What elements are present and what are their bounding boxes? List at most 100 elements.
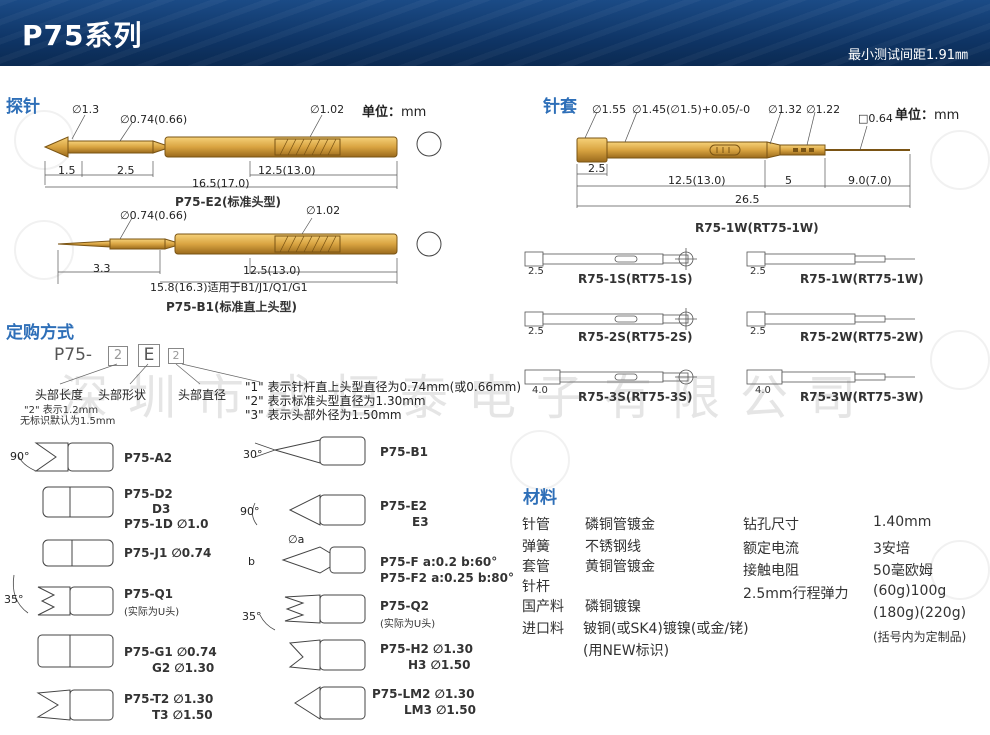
socket-d2: ∅1.45(∅1.5)+0.05/-0: [632, 103, 751, 116]
socket-unit: 单位：mm: [895, 108, 960, 123]
order-box-diameter: 2: [168, 348, 184, 364]
spec-name-1: 额定电流: [743, 541, 799, 557]
head-q1-note: (实际为U头): [124, 607, 180, 618]
head-f-label: P75-F a:0.2 b:60°: [380, 555, 498, 569]
b1-d2: ∅0.74(0.66): [120, 209, 188, 222]
variant-3w-dim: 4.0: [755, 385, 771, 396]
probe-unit: 单位：mm: [362, 105, 427, 120]
order-box-length: 2: [108, 346, 128, 366]
b1-dim2: 12.5(13.0): [243, 264, 301, 277]
e2-d2: ∅0.74(0.66): [120, 113, 188, 126]
header-banner: P75系列 最小测试间距1.91㎜: [0, 0, 990, 66]
order-note-len1: "2" 表示1.2mm: [24, 405, 99, 416]
head-f-angle-a: ∅a: [288, 533, 305, 546]
order-note-d2: "2" 表示标准头型直径为1.30mm: [245, 394, 426, 408]
socket-dim3: 5: [785, 174, 792, 187]
b1-caption: P75-B1(标准直上头型): [166, 300, 297, 314]
spec-value-4: (180g)(220g): [873, 605, 967, 621]
head-d3-label: D3: [152, 502, 171, 516]
mat-value-1: 不锈钢线: [585, 539, 641, 555]
socket-dim4: 9.0(7.0): [848, 174, 892, 187]
head-t2-label: P75-T2 ∅1.30: [124, 692, 214, 706]
min-spacing-label: 最小测试间距1.91㎜: [848, 48, 968, 63]
mat-value-4: 磷铜镀镍: [585, 599, 641, 615]
variant-3w-label: R75-3W(RT75-3W): [800, 390, 924, 404]
order-lbl-length: 头部长度: [35, 388, 84, 402]
head-f-angle-b: b: [248, 555, 255, 568]
variant-2s-dim: 2.5: [528, 326, 544, 337]
head-1d-label: P75-1D ∅1.0: [124, 517, 209, 531]
socket-d1: ∅1.55: [592, 103, 627, 116]
watermark-logo: [14, 110, 74, 170]
order-lbl-diameter: 头部直径: [178, 388, 227, 402]
head-q1-angle: 35°: [4, 593, 24, 606]
head-q2-label: P75-Q2: [380, 599, 430, 613]
page-title: P75系列: [22, 19, 143, 52]
socket-drawing: [576, 111, 911, 208]
variant-1s-label: R75-1S(RT75-1S): [578, 272, 693, 286]
variant-2w-label: R75-2W(RT75-2W): [800, 330, 924, 344]
variant-3s-dim: 4.0: [532, 385, 548, 396]
socket-d3: ∅1.32: [768, 103, 803, 116]
watermark-logo: [930, 540, 990, 600]
socket-dim1: 2.5: [588, 162, 606, 175]
e2-d3: ∅1.02: [310, 103, 345, 116]
mat-name-1: 弹簧: [522, 539, 550, 555]
variant-1s-dim: 2.5: [528, 266, 544, 277]
order-note-len2: 无标识默认为1.5mm: [20, 416, 116, 427]
e2-dim1: 1.5: [58, 164, 76, 177]
e2-caption: P75-E2(标准头型): [175, 195, 281, 209]
head-a2-label: P75-A2: [124, 451, 173, 465]
variant-2s-label: R75-2S(RT75-2S): [578, 330, 693, 344]
e2-dim3: 12.5(13.0): [258, 164, 316, 177]
e2-dim4: 16.5(17.0): [192, 177, 250, 190]
head-t3-label: T3 ∅1.50: [152, 708, 213, 722]
variant-3s-label: R75-3S(RT75-3S): [578, 390, 693, 404]
watermark-logo: [930, 330, 990, 390]
socket-d4: ∅1.22: [806, 103, 841, 116]
socket-dim2: 12.5(13.0): [668, 174, 726, 187]
order-note-d1: "1" 表示针杆直上头型直径为0.74mm(或0.66mm): [245, 380, 522, 394]
head-b1-label: P75-B1: [380, 445, 428, 459]
head-e2-label: P75-E2: [380, 499, 428, 513]
spec-value-0: 1.40mm: [873, 514, 932, 530]
mat-name-0: 针管: [522, 517, 550, 533]
head-q2-note: (实际为U头): [380, 619, 436, 630]
mat-name-4: 国产料: [522, 599, 564, 615]
socket-variants-drawing: [524, 248, 915, 385]
mat-name-3: 针杆: [522, 579, 550, 595]
head-q1-label: P75-Q1: [124, 587, 174, 601]
socket-section-title: 针套: [543, 97, 577, 117]
header-stripes: [0, 0, 990, 66]
spec-value-2: 50毫欧姆: [873, 563, 933, 579]
variant-2w-dim: 2.5: [750, 326, 766, 337]
mat-value-0: 磷铜管镀金: [585, 517, 655, 533]
variant-1w-dim: 2.5: [750, 266, 766, 277]
socket-caption: R75-1W(RT75-1W): [695, 221, 819, 235]
watermark-logo: [14, 220, 74, 280]
variant-1w-label: R75-1W(RT75-1W): [800, 272, 924, 286]
head-lm3-label: LM3 ∅1.50: [404, 703, 476, 717]
spec-name-0: 钻孔尺寸: [743, 517, 799, 533]
socket-d5: □0.64: [858, 112, 893, 125]
head-a2-angle: 90°: [10, 450, 30, 463]
spec-name-2: 接触电阻: [743, 563, 799, 579]
head-h3-label: H3 ∅1.50: [408, 658, 471, 672]
b1-end-circle: [416, 231, 442, 257]
probe-section-title: 探针: [6, 97, 40, 117]
spec-name-3: 2.5mm行程弹力: [743, 586, 849, 602]
mat-name-5: 进口料: [522, 621, 564, 637]
watermark-logo: [510, 430, 570, 490]
mat-value-5: 铍铜(或SK4)镀镍(或金/铑): [583, 621, 749, 637]
order-pointer-lines: [59, 363, 261, 385]
mat-name-2: 套管: [522, 559, 550, 575]
watermark-logo: [930, 130, 990, 190]
spec-value-1: 3安培: [873, 541, 910, 557]
head-g2-label: G2 ∅1.30: [152, 661, 215, 675]
b1-dim1: 3.3: [93, 262, 111, 275]
order-note-d3: "3" 表示头部外径为1.50mm: [245, 408, 402, 422]
head-d2-label: P75-D2: [124, 487, 173, 501]
order-lbl-shape: 头部形状: [98, 388, 147, 402]
e2-d1: ∅1.3: [72, 103, 100, 116]
e2-dim2: 2.5: [117, 164, 135, 177]
